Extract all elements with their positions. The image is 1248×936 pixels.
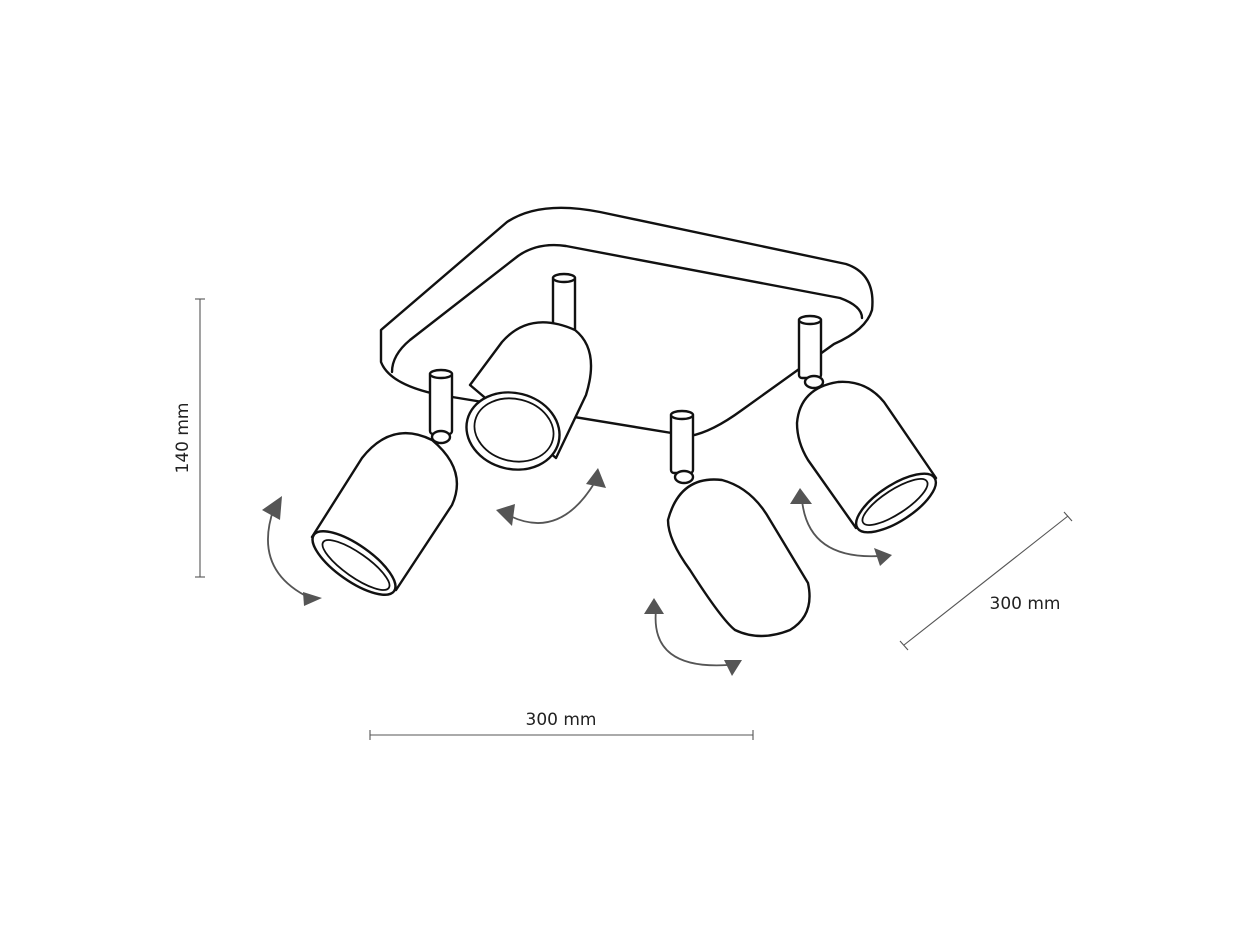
dimension-width: 300 mm [369,710,754,740]
spotlight-left [310,368,459,596]
dimension-width-label: 300 mm [526,710,597,730]
spotlight-right [795,314,938,534]
rotation-arrow-back [496,468,606,526]
dimension-height-label: 140 mm [173,403,193,474]
spotlight-shade [666,478,811,638]
spotlight-shade [468,321,593,460]
rotation-arrow-right [790,488,892,566]
rotation-arrow-front [644,598,742,676]
spotlight-stem [669,411,695,475]
dimension-depth: 300 mm [899,511,1073,651]
dimension-depth-label: 300 mm [990,594,1061,614]
spotlight-stem [428,370,454,436]
spotlight-back-left [465,272,593,471]
rotation-arrow-left [262,496,322,606]
spotlight-front-middle [666,409,811,638]
spotlight-stem [797,316,823,380]
dimension-height: 140 mm [173,298,205,578]
